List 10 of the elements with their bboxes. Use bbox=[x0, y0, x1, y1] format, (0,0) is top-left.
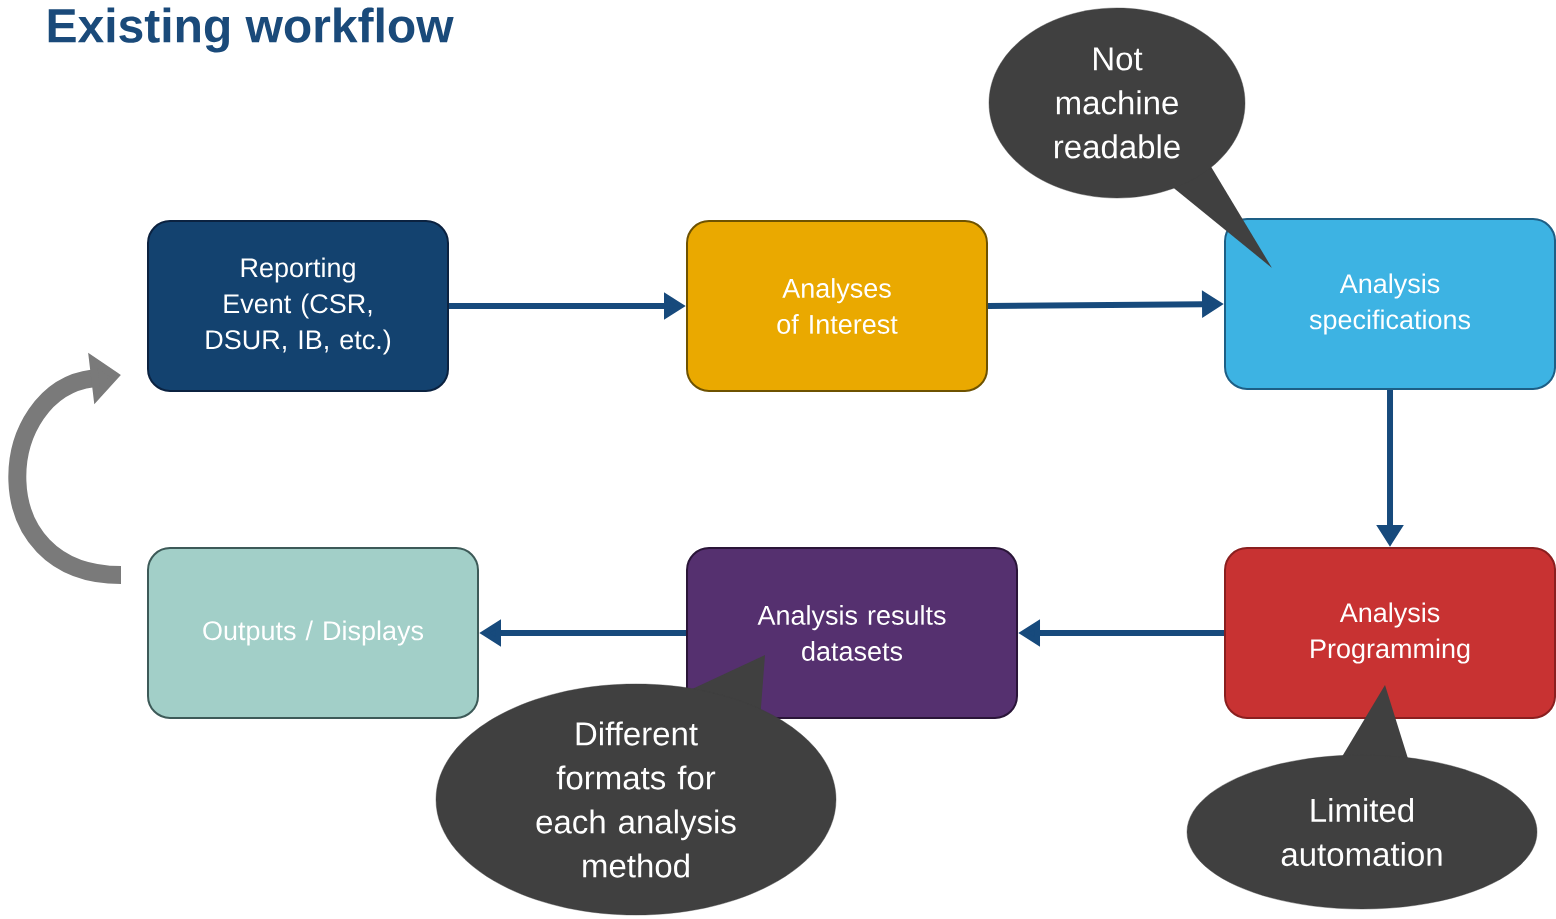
arrow bbox=[8, 352, 122, 584]
speech-bubble: Not machine readable bbox=[988, 7, 1272, 268]
process-box: Analysis results datasets bbox=[686, 547, 1018, 719]
process-box: Analysis Programming bbox=[1224, 547, 1556, 719]
process-box: Reporting Event (CSR, DSUR, IB, etc.) bbox=[147, 220, 449, 392]
process-box: Analyses of Interest bbox=[686, 220, 988, 392]
process-box: Analysis specifications bbox=[1224, 218, 1556, 390]
speech-bubble: Limited automation bbox=[1186, 685, 1538, 910]
title: Existing workflow bbox=[48, 7, 454, 53]
process-box: Outputs / Displays bbox=[147, 547, 479, 719]
